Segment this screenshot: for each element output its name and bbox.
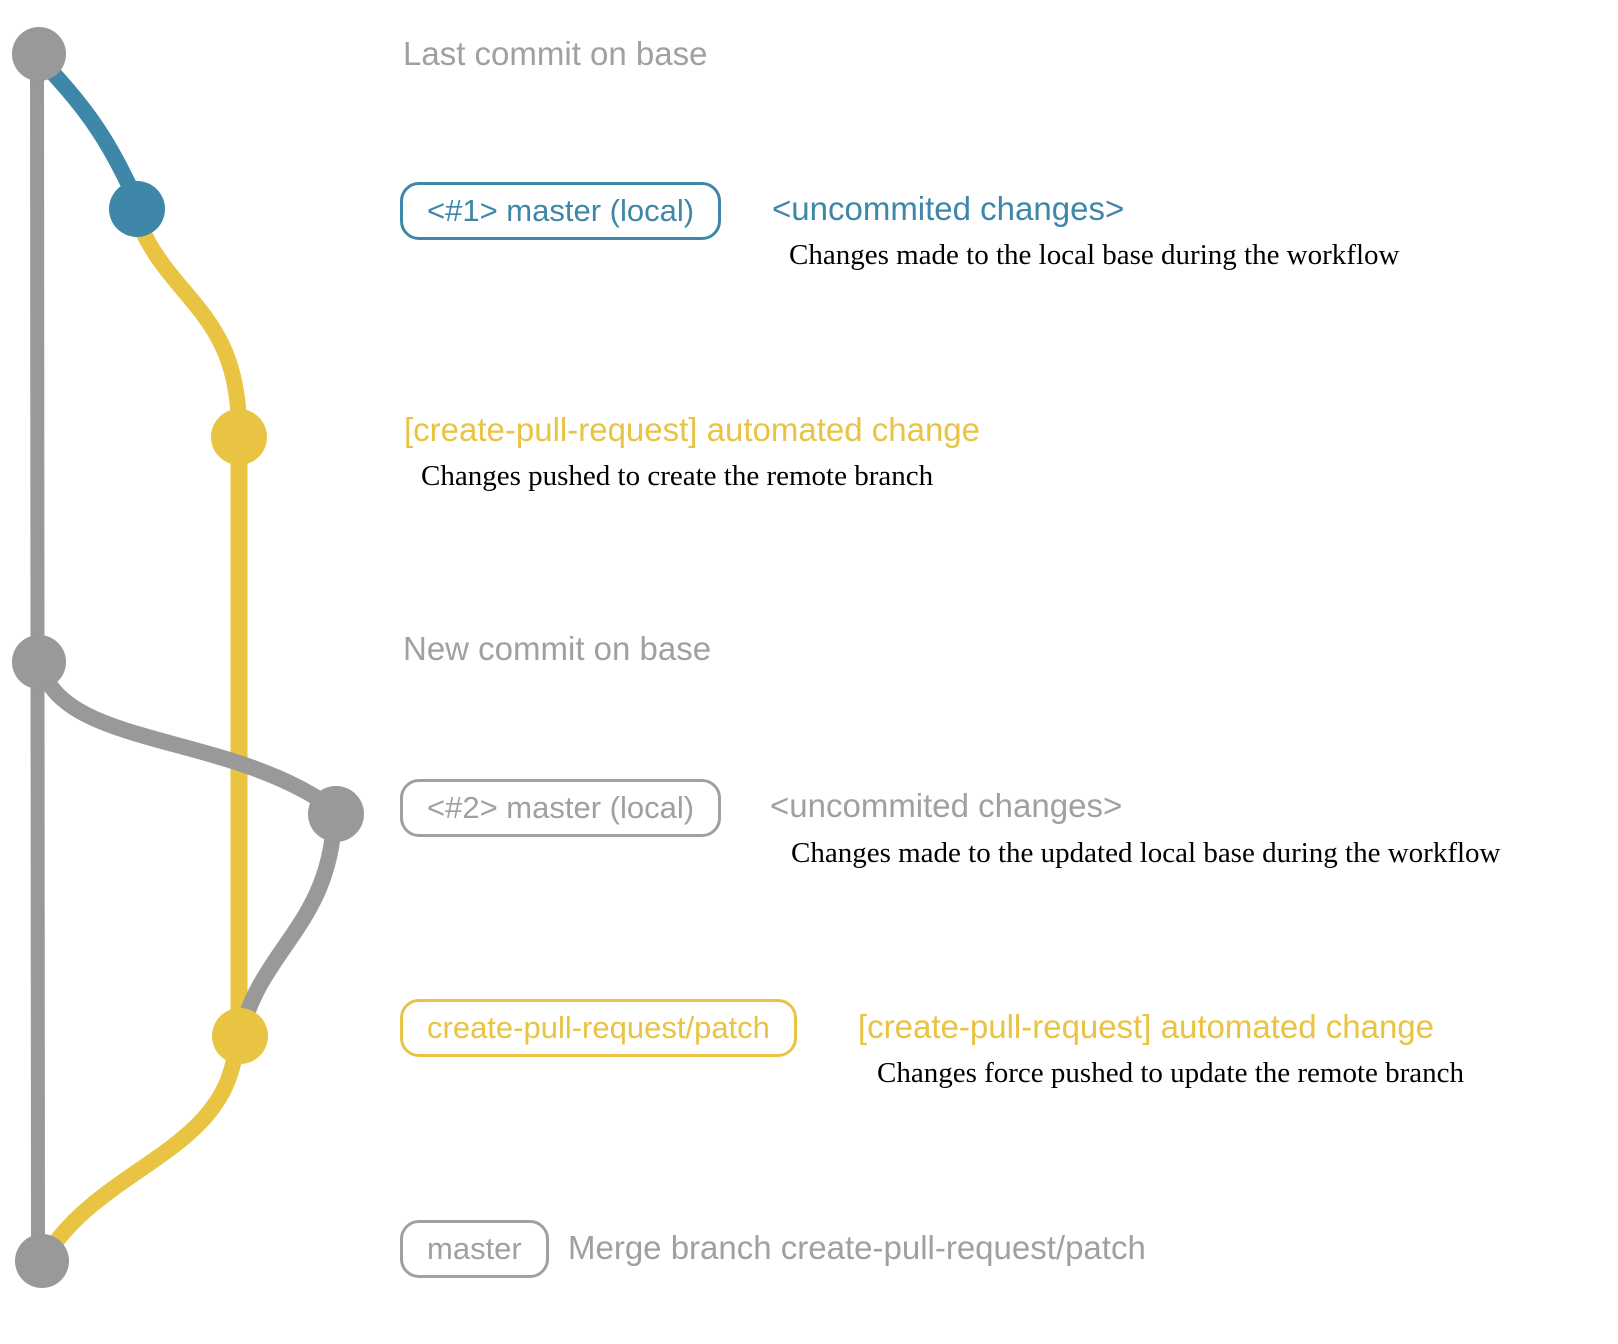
commit-desc-automated-1: Changes pushed to create the remote bran… xyxy=(421,460,934,492)
commit-desc-automated-2: Changes force pushed to update the remot… xyxy=(877,1057,1465,1089)
branch-badge-master: master xyxy=(400,1220,549,1279)
commit-message-uncommited-1: <uncommited changes> xyxy=(772,190,1125,227)
branch-badge-create-pull-request-patch: create-pull-request/patch xyxy=(400,999,797,1058)
annotation-new-commit-on-base: New commit on base xyxy=(403,630,712,667)
commit-node-local-1 xyxy=(109,181,165,237)
commit-message-uncommited-2: <uncommited changes> xyxy=(770,787,1123,824)
commit-desc-uncommited-2: Changes made to the updated local base d… xyxy=(791,837,1501,869)
commit-node-remote-2 xyxy=(212,1008,268,1064)
edge-base-to-local1 xyxy=(33,52,142,204)
commit-node-merge xyxy=(15,1234,69,1288)
edge-remote2-to-merge xyxy=(38,1036,244,1264)
edge-local2-to-remote2 xyxy=(234,814,342,1038)
edge-base-to-local2 xyxy=(33,656,340,816)
commit-desc-uncommited-1: Changes made to the local base during th… xyxy=(789,239,1400,271)
annotation-last-commit-on-base: Last commit on base xyxy=(403,35,708,72)
commit-node-last-base xyxy=(12,27,66,81)
commit-node-remote-1 xyxy=(211,409,267,465)
commit-message-automated-1: [create-pull-request] automated change xyxy=(404,411,981,448)
commit-node-new-base xyxy=(12,635,66,689)
commit-node-local-2 xyxy=(308,786,364,842)
edge-local1-to-remote1 xyxy=(134,222,247,436)
commit-message-merge: Merge branch create-pull-request/patch xyxy=(568,1229,1146,1266)
branch-badge-master-local-1: <#1> master (local) xyxy=(400,182,722,241)
branch-badge-master-local-2: <#2> master (local) xyxy=(400,779,722,838)
commit-message-automated-2: [create-pull-request] automated change xyxy=(858,1008,1435,1045)
